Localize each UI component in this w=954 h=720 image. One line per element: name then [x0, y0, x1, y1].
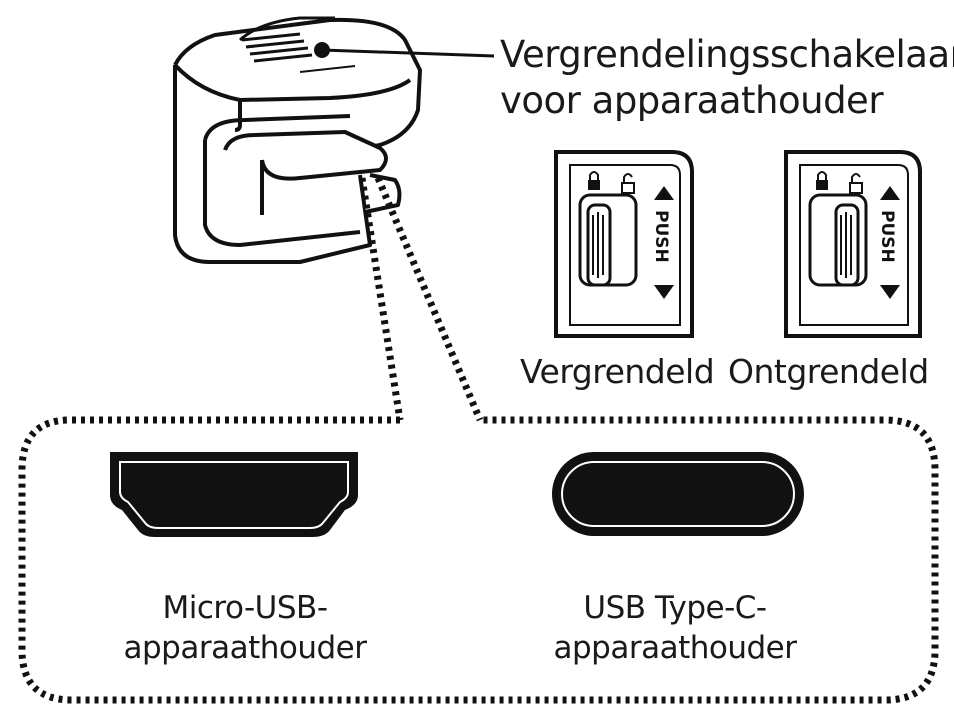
down-arrow-icon — [654, 285, 674, 299]
callout-leader-line — [321, 48, 495, 58]
lock-switch-unlocked: PUSH — [784, 150, 922, 338]
locked-label: Vergrendeld — [520, 352, 715, 391]
push-text: PUSH — [651, 210, 671, 263]
lock-open-icon — [849, 173, 863, 194]
lock-switch-callout: Vergrendelingsschakelaar voor apparaatho… — [500, 32, 954, 124]
lock-open-icon — [621, 173, 635, 194]
lock-closed-icon — [816, 171, 828, 190]
usb-type-c-label: USB Type-C- apparaathouder — [545, 588, 805, 668]
micro-usb-label: Micro-USB- apparaathouder — [120, 588, 370, 668]
push-text: PUSH — [877, 210, 897, 263]
micro-usb-port-icon — [110, 452, 358, 537]
up-arrow-icon — [880, 186, 900, 200]
up-arrow-icon — [654, 186, 674, 200]
lock-closed-icon — [588, 171, 600, 190]
down-arrow-icon — [880, 285, 900, 299]
unlocked-label: Ontgrendeld — [728, 352, 929, 391]
usb-type-c-port-icon — [552, 452, 804, 536]
usb-type-c-label-line-2: apparaathouder — [553, 630, 798, 666]
device-holder-illustration — [173, 16, 422, 264]
usb-type-c-label-line-1: USB Type-C- — [583, 590, 767, 626]
micro-usb-label-line-2: apparaathouder — [123, 630, 368, 666]
lock-switch-locked: PUSH — [554, 150, 694, 338]
dotted-connector — [358, 176, 484, 422]
callout-line-1: Vergrendelingsschakelaar — [500, 33, 954, 76]
callout-line-2: voor apparaathouder — [500, 79, 884, 122]
micro-usb-label-line-1: Micro-USB- — [162, 590, 328, 626]
